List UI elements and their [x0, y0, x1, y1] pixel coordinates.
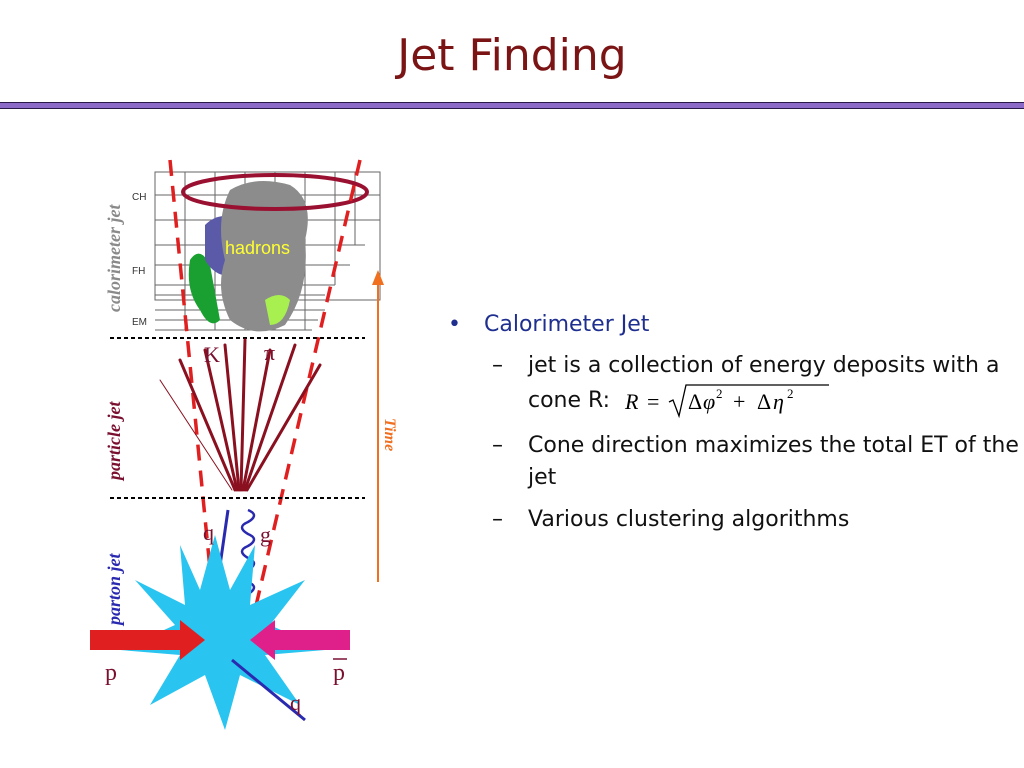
calorimeter-jet-label: calorimeter jet — [104, 204, 124, 312]
formula-sq-1: 2 — [716, 386, 723, 401]
layer-label-em: EM — [132, 317, 147, 328]
quark-label: q — [203, 520, 214, 545]
collision-burst — [120, 535, 325, 730]
particle-tracks — [159, 338, 322, 492]
sqrt-sign — [668, 384, 830, 419]
formula-delta-1: Δ — [688, 389, 702, 414]
formula-delta-2: Δ — [757, 389, 771, 414]
outgoing-quark-line — [231, 658, 306, 722]
cone-ring — [181, 173, 369, 211]
gluon-label: g — [260, 522, 271, 547]
cone-radius-formula: R = Δ φ 2 + Δ η 2 — [624, 384, 830, 419]
sub-bullet-text: Cone direction maximizes the total ET of… — [528, 433, 1019, 490]
green-blob — [188, 253, 220, 324]
jet-diagram: hadrons Time calorimeter jet particle je… — [90, 159, 398, 730]
outgoing-quark-label: q — [290, 690, 301, 715]
formula-plus: + — [733, 389, 745, 414]
title-rule — [0, 102, 1024, 109]
sub-bullet-text: Various clustering algorithms — [528, 507, 850, 532]
particle-jet-label: particle jet — [104, 401, 124, 482]
layer-label-fh: FH — [132, 266, 145, 277]
formula-phi: φ — [703, 389, 715, 414]
hadrons-blob — [221, 181, 308, 332]
lime-blob — [265, 295, 290, 325]
antiproton-label: p — [333, 660, 345, 686]
layer-label-ch: CH — [132, 192, 146, 203]
bullet-list: • Calorimeter Jet – jet is a collection … — [440, 310, 1024, 536]
bullet-dot: • — [448, 312, 461, 337]
formula-eta: η — [773, 389, 784, 414]
time-label: Time — [381, 418, 398, 451]
formula-lhs: R — [624, 389, 639, 414]
sub-bullet-text: jet is a collection of energy deposits w… — [528, 353, 1000, 413]
sub-bullet-dash: – — [492, 433, 503, 458]
parton-jet-label: parton jet — [104, 552, 124, 627]
bullet-calorimeter-jet: • Calorimeter Jet — [440, 310, 1024, 340]
sub-bullet-dash: – — [492, 507, 503, 532]
sub-bullet-direction: – Cone direction maximizes the total ET … — [440, 430, 1024, 494]
sub-bullet-dash: – — [492, 353, 503, 378]
sub-bullet-algorithms: – Various clustering algorithms — [440, 504, 1024, 536]
beam-arrow-left — [90, 620, 205, 660]
time-arrowhead — [372, 270, 384, 285]
sub-bullet-cone: – jet is a collection of energy deposits… — [440, 350, 1024, 420]
bullet-main-label: Calorimeter Jet — [484, 312, 650, 337]
slide-title: Jet Finding — [397, 30, 627, 81]
beam-arrow-right — [250, 620, 350, 660]
formula-sq-2: 2 — [787, 386, 794, 401]
kaon-label: K — [204, 342, 220, 367]
formula-equals: = — [647, 389, 659, 414]
proton-label: p — [105, 660, 117, 686]
hadrons-label: hadrons — [225, 238, 290, 258]
pion-label: π — [264, 340, 275, 365]
